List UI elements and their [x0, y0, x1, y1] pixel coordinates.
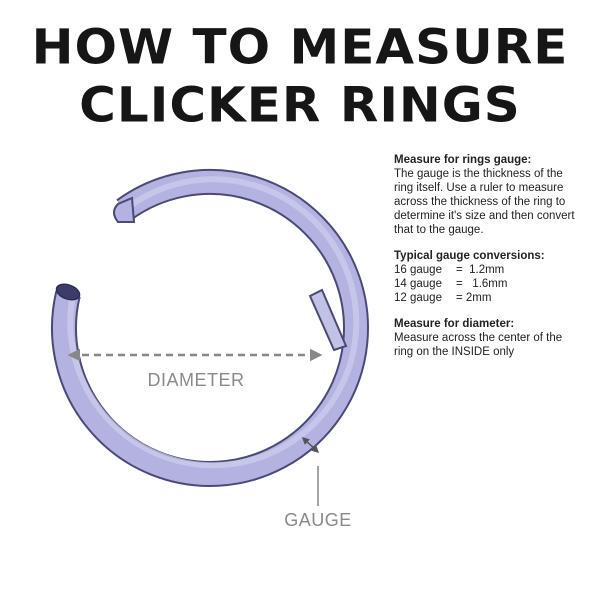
- conversions-heading: Typical gauge conversions:: [394, 250, 545, 262]
- gauge-heading: Measure for rings gauge:: [394, 154, 532, 166]
- conversion-gauge: 16 gauge: [394, 264, 442, 276]
- conversion-row: 14 gauge = 1.6mm: [394, 277, 584, 291]
- info-panel: Measure for rings gauge: The gauge is th…: [394, 153, 584, 359]
- conversion-value: = 2mm: [456, 292, 492, 304]
- clicker-hinge: [308, 288, 348, 352]
- conversion-value: = 1.2mm: [456, 264, 505, 276]
- title-line-1: HOW TO MEASURE: [31, 19, 569, 75]
- ring-highlight: [67, 176, 360, 469]
- conversion-gauge: 12 gauge: [394, 292, 442, 304]
- gauge-text: The gauge is the thickness of the ring i…: [394, 168, 575, 236]
- ring-rounded-tip: [113, 196, 136, 223]
- title-line-2: CLICKER RINGS: [79, 77, 521, 133]
- diameter-heading: Measure for diameter:: [394, 318, 515, 330]
- conversion-gauge: 14 gauge: [394, 278, 442, 290]
- conversion-row: 16 gauge = 1.2mm: [394, 263, 584, 277]
- diameter-text: Measure across the center of the ring on…: [394, 332, 563, 358]
- diameter-label: DIAMETER: [147, 370, 244, 390]
- gauge-label: GAUGE: [284, 510, 352, 530]
- conversion-row: 12 gauge = 2mm: [394, 291, 584, 305]
- conversion-value: = 1.6mm: [456, 278, 508, 290]
- ring-body: [51, 169, 369, 487]
- ring-fill: [53, 171, 367, 485]
- gauge-arrow: [301, 436, 320, 454]
- ring-open-end: [55, 283, 81, 301]
